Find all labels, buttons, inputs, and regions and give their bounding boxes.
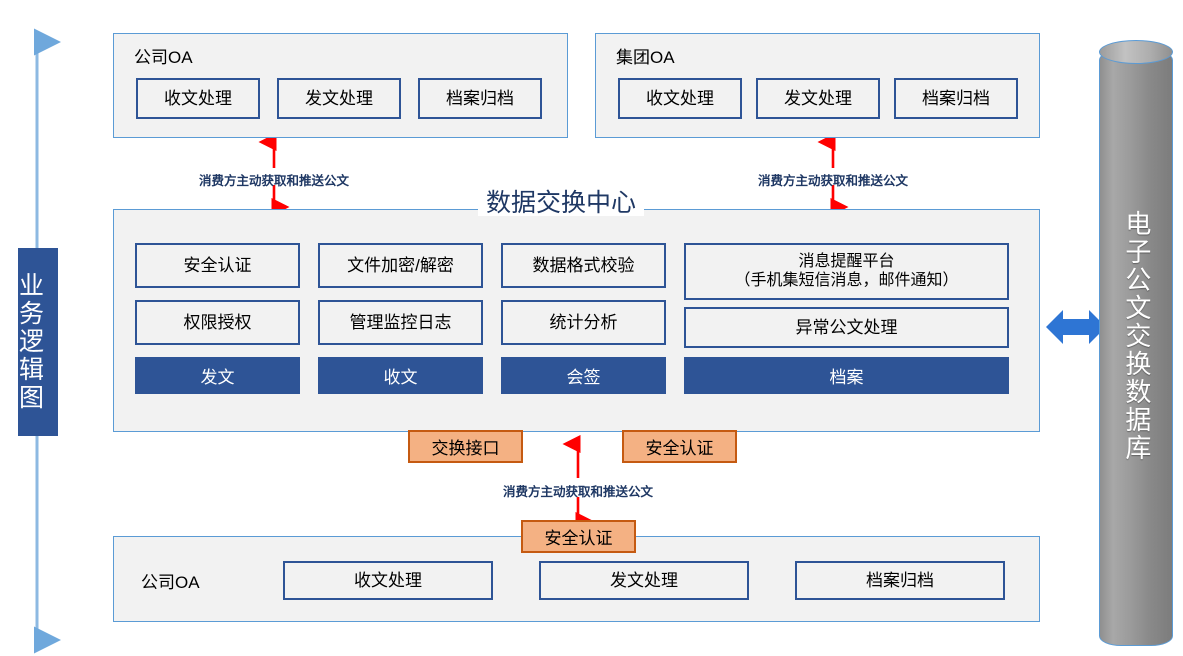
database-cylinder: 电子公文交换数据库	[1099, 40, 1173, 648]
flow-label-bottom: 消费方主动获取和推送公文	[502, 485, 653, 499]
node-permission-authorization[interactable]: 权限授权	[135, 300, 300, 345]
scope-band-label: 业务逻辑图	[19, 272, 46, 412]
node-message-notification-platform[interactable]: 消息提醒平台 （手机集短信消息，邮件通知）	[684, 243, 1009, 300]
tag-exchange-interface[interactable]: 交换接口	[408, 430, 523, 463]
node-dispatch[interactable]: 发文	[135, 357, 300, 394]
node-security-auth[interactable]: 安全认证	[135, 243, 300, 288]
panel-data-exchange-center: 安全认证 文件加密/解密 数据格式校验 消息提醒平台 （手机集短信消息，邮件通知…	[113, 209, 1040, 432]
node-receive-doc[interactable]: 收文处理	[136, 78, 260, 119]
node-archive-doc[interactable]: 档案归档	[894, 78, 1018, 119]
node-send-doc[interactable]: 发文处理	[277, 78, 401, 119]
database-label: 电子公文交换数据库	[1099, 210, 1173, 462]
flow-label-left: 消费方主动获取和推送公文	[198, 174, 349, 188]
cylinder-body	[1099, 50, 1173, 646]
node-archive-doc[interactable]: 档案归档	[418, 78, 542, 119]
data-exchange-center-title: 数据交换中心	[478, 191, 645, 216]
node-send-doc[interactable]: 发文处理	[756, 78, 880, 119]
tag-security-auth-bottom[interactable]: 安全认证	[521, 520, 636, 553]
node-management-monitor-log[interactable]: 管理监控日志	[318, 300, 483, 345]
panel-company-oa-top: 公司OA 收文处理 发文处理 档案归档	[113, 33, 568, 138]
node-statistics-analysis[interactable]: 统计分析	[501, 300, 666, 345]
flow-label-right: 消费方主动获取和推送公文	[757, 174, 908, 188]
panel-company-oa-top-caption: 公司OA	[134, 48, 193, 67]
panel-group-oa: 集团OA 收文处理 发文处理 档案归档	[595, 33, 1040, 138]
node-send-doc[interactable]: 发文处理	[539, 561, 749, 600]
tag-security-auth-top[interactable]: 安全认证	[622, 430, 737, 463]
node-abnormal-document-handling[interactable]: 异常公文处理	[684, 307, 1009, 348]
node-data-format-validation[interactable]: 数据格式校验	[501, 243, 666, 288]
node-archive[interactable]: 档案	[684, 357, 1009, 394]
scope-band-business-logic: 业务逻辑图	[18, 248, 58, 436]
node-receive-doc[interactable]: 收文处理	[283, 561, 493, 600]
db-sync-arrow	[1046, 310, 1106, 344]
node-archive-doc[interactable]: 档案归档	[795, 561, 1005, 600]
node-receive-doc[interactable]: 收文处理	[618, 78, 742, 119]
node-file-encrypt-decrypt[interactable]: 文件加密/解密	[318, 243, 483, 288]
database-label-text: 电子公文交换数据库	[1121, 210, 1152, 462]
node-countersign[interactable]: 会签	[501, 357, 666, 394]
node-receive[interactable]: 收文	[318, 357, 483, 394]
cylinder-top-ellipse	[1099, 40, 1173, 64]
panel-group-oa-caption: 集团OA	[616, 48, 675, 67]
panel-company-oa-bottom-caption: 公司OA	[141, 573, 200, 592]
